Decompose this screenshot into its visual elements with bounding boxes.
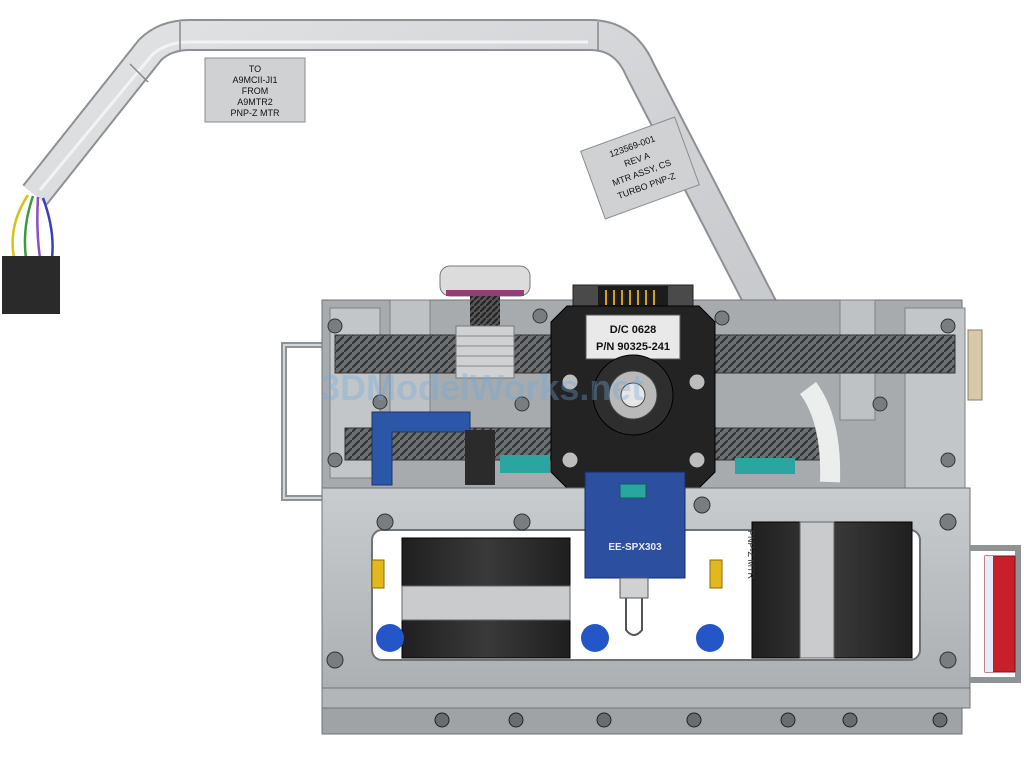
nut-icon xyxy=(842,712,858,728)
blue-bracket xyxy=(371,411,471,486)
screw-icon xyxy=(376,513,394,531)
screw-icon xyxy=(872,396,888,412)
screw-icon xyxy=(688,451,706,469)
nut-icon xyxy=(686,712,702,728)
screw-icon xyxy=(327,318,343,334)
stepper-motor-top: D/C 0628 P/N 90325-241 xyxy=(550,284,716,489)
screw-icon xyxy=(327,452,343,468)
cable-tag-left-line-3: FROM xyxy=(242,86,269,96)
motor-label-line-2: P/N 90325-241 xyxy=(596,341,670,353)
spring-knob-assembly xyxy=(439,265,531,379)
screw-icon xyxy=(940,452,956,468)
screw-icon xyxy=(561,451,579,469)
cable-tag-left-line-4: A9MTR2 xyxy=(237,97,273,107)
screw-icon xyxy=(940,318,956,334)
nut-icon xyxy=(932,712,948,728)
screw-icon xyxy=(532,308,548,324)
screw-icon xyxy=(561,373,579,391)
screw-icon xyxy=(693,496,711,514)
motor-label-line-1: D/C 0628 xyxy=(610,324,656,336)
sensor-bracket: EE-SPX303 xyxy=(584,471,686,636)
screw-icon xyxy=(714,310,730,326)
nut-icon xyxy=(780,712,796,728)
nut-icon xyxy=(596,712,612,728)
cable-tag-left-line-2: A9MCII-JI1 xyxy=(232,75,277,85)
screw-icon xyxy=(939,513,957,531)
screw-icon xyxy=(372,394,388,410)
wire-connector xyxy=(2,256,60,314)
nut-icon xyxy=(434,712,450,728)
right-handle xyxy=(970,545,1021,683)
connector-wires xyxy=(11,194,54,259)
left-handle xyxy=(281,342,322,501)
screw-icon xyxy=(939,651,957,669)
screw-icon xyxy=(514,396,530,412)
cable-tag-left-line-5: PNP-Z MTR xyxy=(231,108,280,118)
screw-icon xyxy=(326,651,344,669)
cable-tag-left-line-1: TO xyxy=(249,64,261,74)
sensor-label: EE-SPX303 xyxy=(608,542,662,553)
screw-icon xyxy=(513,513,531,531)
watermark: 3DModelWorks.net xyxy=(320,367,643,408)
screw-icon xyxy=(688,373,706,391)
cable-tag-left: TO A9MCII-JI1 FROM A9MTR2 PNP-Z MTR xyxy=(204,57,306,123)
side-label: PNP-Z MTR xyxy=(746,530,756,579)
nut-icon xyxy=(508,712,524,728)
